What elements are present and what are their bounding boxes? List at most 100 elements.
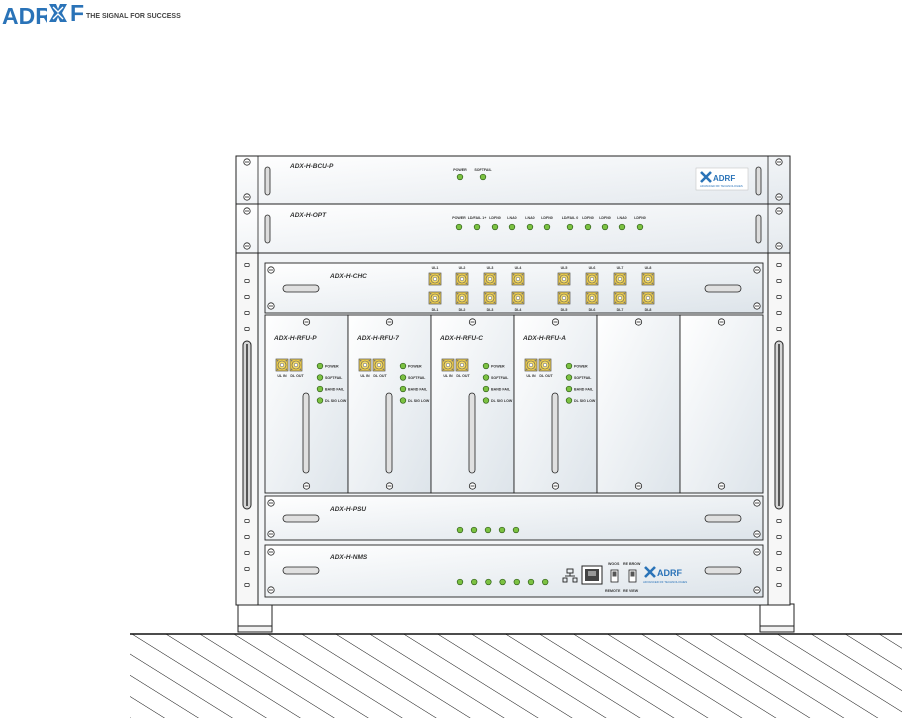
chc-ul-port-label: UL7 <box>617 266 624 270</box>
bcu-led <box>479 173 487 181</box>
mode-switch-2[interactable] <box>628 569 637 583</box>
chc-dl-connector[interactable] <box>641 291 655 305</box>
rail-hole <box>244 535 250 539</box>
bcu-badge-brand: ADRF <box>713 174 735 183</box>
chc-dl-connector[interactable] <box>511 291 525 305</box>
rfu-led <box>482 362 490 370</box>
bcu-led-label: POWER <box>453 168 467 172</box>
rfu-led-label: BAND FAIL <box>491 387 511 391</box>
chc-ul-connector[interactable] <box>428 272 442 286</box>
rfu-led-label: POWER <box>408 364 422 368</box>
rfu-led-label: SOFTFAIL <box>325 376 343 380</box>
logo-tagline: THE SIGNAL FOR SUCCESS <box>86 13 181 20</box>
chc-dl-port-label: DL8 <box>645 308 652 312</box>
nms-label: ADX-H-NMS <box>329 554 368 561</box>
opt-led <box>455 223 463 231</box>
rfu-led-label: POWER <box>491 364 505 368</box>
rfu-ul-connector[interactable] <box>358 358 372 372</box>
rfu-card-label: ADX-H-RFU-C <box>439 335 483 342</box>
rfu-led <box>565 374 573 381</box>
chc-ul-connector[interactable] <box>511 272 525 286</box>
opt-led <box>543 223 551 231</box>
rfu-card-label: ADX-H-RFU-A <box>522 335 566 342</box>
rfu-dl-connector[interactable] <box>372 358 386 372</box>
rfu-led-label: BAND FAIL <box>408 387 428 391</box>
chc-dl-port-label: DL1 <box>432 308 439 312</box>
nms-switch-top-2: RE BROW <box>623 562 641 566</box>
adrf-logo: ADRF F THE SIGNAL FOR SUCCESS <box>2 0 181 29</box>
rfu-dl-port-label: DL OUT <box>290 374 304 378</box>
chc-dl-connector[interactable] <box>483 291 497 305</box>
rfu-card-handle[interactable] <box>302 392 310 474</box>
chc-ul-connector[interactable] <box>585 272 599 286</box>
chc-ul-port-label: UL8 <box>645 266 652 270</box>
rail-hole <box>776 327 782 331</box>
opt-led-label: LDFN0 <box>582 216 594 220</box>
rail-hole <box>776 295 782 299</box>
chc-ul-connector[interactable] <box>455 272 469 286</box>
chc-ul-connector[interactable] <box>641 272 655 286</box>
mode-switch-1[interactable] <box>610 569 619 583</box>
rfu-led <box>399 385 407 393</box>
chc-dl-connector[interactable] <box>613 291 627 305</box>
rfu-led <box>316 385 324 393</box>
psu-label: ADX-H-PSU <box>329 506 366 513</box>
rfu-ul-port-label: UL IN <box>526 374 536 378</box>
rfu-led <box>399 374 407 381</box>
rail-hole <box>776 551 782 555</box>
rfu-ul-connector[interactable] <box>275 358 289 372</box>
blank-slot <box>679 314 764 494</box>
chc-dl-connector[interactable] <box>557 291 571 305</box>
opt-led-label: LDFN0 <box>634 216 646 220</box>
chc-ul-port-label: UL6 <box>589 266 596 270</box>
rfu-led <box>565 397 573 404</box>
rfu-led-label: BAND FAIL <box>325 387 345 391</box>
chc-dl-port-label: DL6 <box>589 308 596 312</box>
nms-switch-top-1: WOOS <box>608 562 620 566</box>
rail-hole <box>244 567 250 571</box>
blank-slot <box>596 314 681 494</box>
nms-switch-bottom-1: REMOTE <box>605 589 621 593</box>
rfu-card-handle[interactable] <box>468 392 476 474</box>
logo-mark-icon <box>49 4 67 22</box>
rfu-led <box>399 362 407 370</box>
chc-ul-connector[interactable] <box>483 272 497 286</box>
chc-dl-connector[interactable] <box>585 291 599 305</box>
rfu-led-label: SOFTFAIL <box>408 376 426 380</box>
rail-hole <box>776 311 782 315</box>
chc-dl-connector[interactable] <box>428 291 442 305</box>
bcu-brand-badge: ADRF ADVANCED RF TECHNOLOGIES <box>695 167 749 191</box>
rfu-ul-connector[interactable] <box>441 358 455 372</box>
module-nms: ADX-H-NMS WOOS RE BROW REMOTE RE VIEW <box>264 544 764 598</box>
chc-dl-port-label: DL5 <box>561 308 568 312</box>
rfu-led-label: POWER <box>325 364 339 368</box>
rfu-led <box>316 374 324 381</box>
rfu-dl-connector[interactable] <box>455 358 469 372</box>
rfu-card-handle[interactable] <box>385 392 393 474</box>
chc-dl-connector[interactable] <box>455 291 469 305</box>
chc-ul-connector[interactable] <box>613 272 627 286</box>
rail-hole <box>776 567 782 571</box>
module-chc: ADX-H-CHC UL1DL1UL2DL2UL3DL3UL4DL4UL5DL5… <box>264 262 764 314</box>
rfu-led <box>316 362 324 370</box>
opt-label: ADX-H-OPT <box>289 212 327 219</box>
rfu-ul-port-label: UL IN <box>360 374 370 378</box>
bcu-led <box>456 173 464 181</box>
ethernet-port[interactable] <box>581 565 603 585</box>
psu-led <box>470 526 478 534</box>
rfu-ul-connector[interactable] <box>524 358 538 372</box>
rfu-dl-connector[interactable] <box>289 358 303 372</box>
chc-ul-connector[interactable] <box>557 272 571 286</box>
rfu-card-handle[interactable] <box>551 392 559 474</box>
rack-rail-left <box>235 252 259 606</box>
rfu-led-label: DL SIG LOW <box>408 399 430 403</box>
rail-hole <box>776 583 782 587</box>
opt-led-label: LDFN0 <box>599 216 611 220</box>
rfu-dl-connector[interactable] <box>538 358 552 372</box>
chc-dl-port-label: DL2 <box>459 308 466 312</box>
opt-led-label: LD/FAIL 1+ <box>468 216 487 220</box>
opt-led-label: LNA0 <box>617 216 626 220</box>
opt-led <box>566 223 574 231</box>
